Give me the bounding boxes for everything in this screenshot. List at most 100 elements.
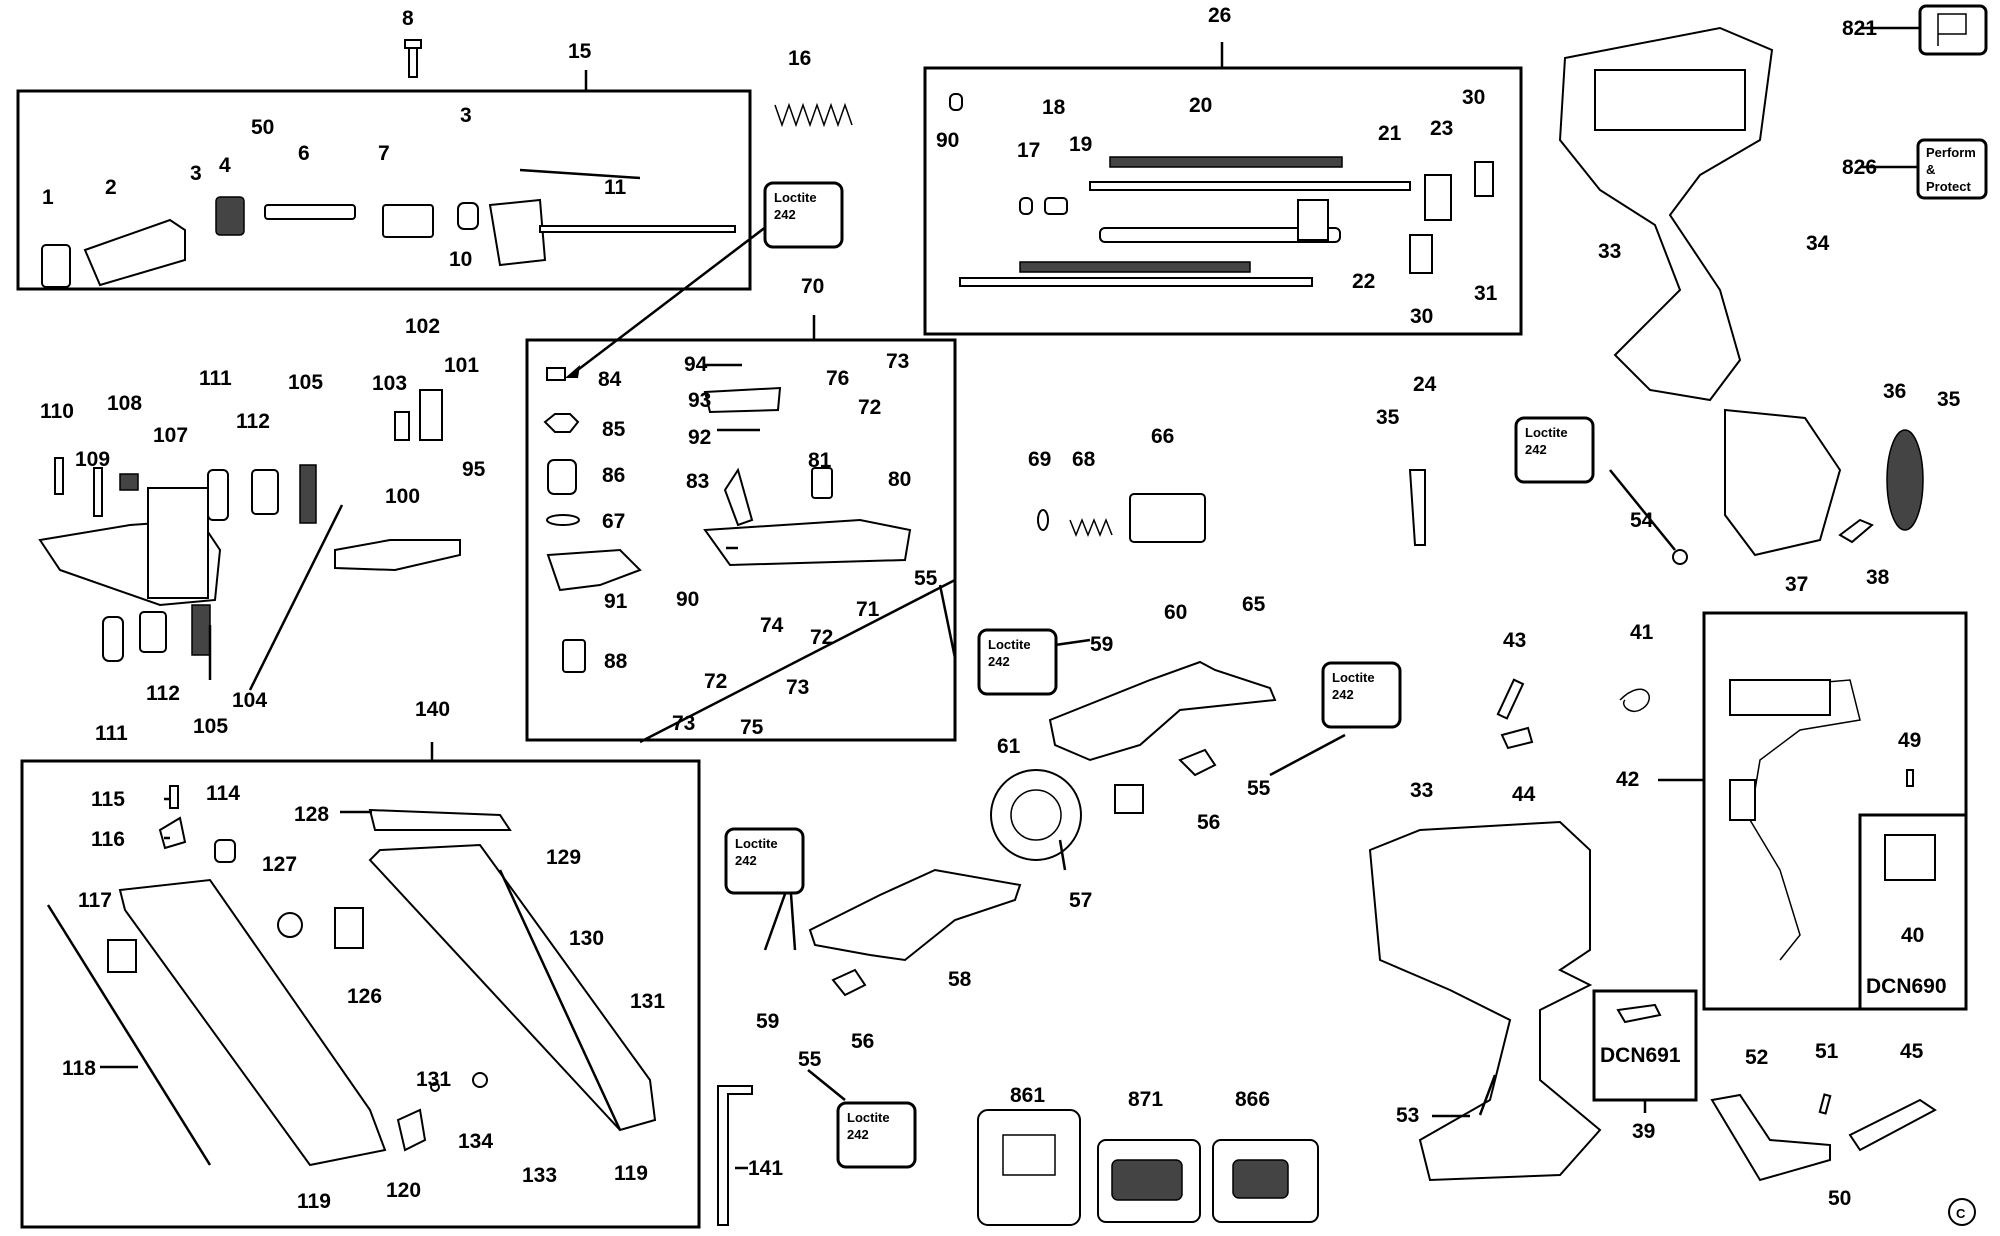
part-label: 71	[856, 598, 880, 621]
part-label: 33	[1598, 240, 1621, 263]
svg-text:242: 242	[774, 207, 796, 222]
part-24-bracket	[1408, 469, 1426, 546]
part-label: 35	[1937, 388, 1961, 411]
part-label: 128	[294, 803, 329, 826]
part-label: 60	[1164, 601, 1187, 624]
part-label: 86	[602, 464, 625, 487]
part-16-spring	[774, 102, 853, 128]
part-label: 85	[602, 418, 626, 441]
part-label: 102	[405, 315, 440, 338]
svg-text:242: 242	[988, 654, 1010, 669]
part-label: 40	[1901, 924, 1924, 947]
svg-text:Loctite: Loctite	[1332, 670, 1375, 685]
part-56-bracket-a	[1178, 748, 1217, 777]
part-866-battery	[1212, 1139, 1319, 1223]
part-label: 74	[760, 614, 784, 637]
part-label: 54	[1630, 509, 1654, 532]
part-label: 43	[1503, 629, 1526, 652]
part-label: 26	[1208, 4, 1231, 27]
part-label: 3	[460, 104, 472, 127]
group-box-42	[1702, 611, 1968, 1011]
part-label: 140	[415, 698, 450, 721]
part-label: 73	[672, 712, 695, 735]
part-58-plate	[808, 868, 1022, 962]
part-4-bearing	[215, 196, 245, 236]
part-label: 17	[1017, 139, 1040, 162]
part-label: 88	[604, 650, 628, 673]
part-label: 36	[1883, 380, 1906, 403]
part-label: 55	[914, 567, 938, 590]
part-label: 69	[1028, 448, 1051, 471]
part-label: 130	[569, 927, 604, 950]
part-label: 20	[1189, 94, 1212, 117]
svg-text:242: 242	[735, 853, 757, 868]
part-label: 141	[748, 1157, 783, 1180]
part-label: 22	[1352, 270, 1375, 293]
svg-text:242: 242	[847, 1127, 869, 1142]
svg-text:242: 242	[1332, 687, 1354, 702]
part-label: 42	[1616, 768, 1639, 791]
part-label: 131	[630, 990, 665, 1013]
part-label: 72	[704, 670, 727, 693]
part-label: 91	[604, 590, 628, 613]
part-label: 45	[1900, 1040, 1924, 1063]
copyright-mark: C	[1948, 1198, 1976, 1226]
part-label: 110	[40, 400, 74, 423]
part-label: 70	[801, 275, 824, 298]
part-label: 109	[75, 448, 110, 471]
part-label: 3	[190, 162, 202, 185]
part-33-housing-full	[1368, 820, 1602, 1182]
small-parts-left	[54, 389, 461, 662]
part-60-plate	[1048, 660, 1277, 762]
group-140-parts	[46, 785, 657, 1167]
part-label: 83	[686, 470, 709, 493]
part-40-switch	[1884, 834, 1936, 881]
part-label: 1	[42, 186, 54, 209]
part-label: 23	[1430, 117, 1453, 140]
svg-text:Loctite: Loctite	[1525, 425, 1568, 440]
part-label: 7	[378, 142, 390, 165]
part-label: 75	[740, 716, 764, 739]
part-label: 115	[91, 788, 125, 811]
part-label: 92	[688, 426, 711, 449]
part-861-case	[977, 1109, 1081, 1226]
part-label: 50	[1828, 1187, 1851, 1210]
part-label: 30	[1410, 305, 1433, 328]
part-label: 19	[1069, 133, 1092, 156]
part-label: 100	[385, 485, 420, 508]
part-label: 10	[449, 248, 472, 271]
part-label: 107	[153, 424, 188, 447]
part-1-cap	[41, 244, 71, 288]
part-label: 55	[798, 1048, 822, 1071]
part-number-labels: 8 15 16 26 821 826 1 2 3 3 4 50 6 7 10 1…	[40, 4, 1961, 1213]
part-label: 61	[997, 735, 1021, 758]
part-label: 53	[1396, 1104, 1419, 1127]
part-label: 18	[1042, 96, 1066, 119]
part-label: 65	[1242, 593, 1266, 616]
loctite-badge-3: Loctite 242	[1321, 661, 1402, 729]
part-label: 826	[1842, 156, 1877, 179]
part-label: 56	[851, 1030, 874, 1053]
part-label: 821	[1842, 17, 1877, 40]
part-45-handle	[1848, 1098, 1937, 1152]
part-label: 59	[756, 1010, 779, 1033]
part-label: 104	[232, 689, 267, 712]
part-871-charger	[1097, 1139, 1201, 1223]
group-box-70	[525, 338, 957, 742]
part-label: 44	[1512, 783, 1536, 806]
part-label: 30	[1462, 86, 1485, 109]
part-label: 866	[1235, 1088, 1270, 1111]
part-label: 38	[1866, 566, 1890, 589]
part-label: 117	[78, 889, 112, 912]
part-label: 120	[386, 1179, 421, 1202]
part-label: 39	[1632, 1120, 1655, 1143]
part-label: 24	[1413, 373, 1437, 396]
loctite-badge-1: Loctite 242	[763, 181, 844, 249]
loctite-badge-4: Loctite 242	[1514, 416, 1595, 484]
part-label: 6	[298, 142, 310, 165]
part-label: 105	[288, 371, 323, 394]
part-label: 72	[810, 626, 833, 649]
perform-protect-badge: Perform & Protect	[1916, 138, 1988, 200]
group-26-parts	[949, 93, 1494, 287]
